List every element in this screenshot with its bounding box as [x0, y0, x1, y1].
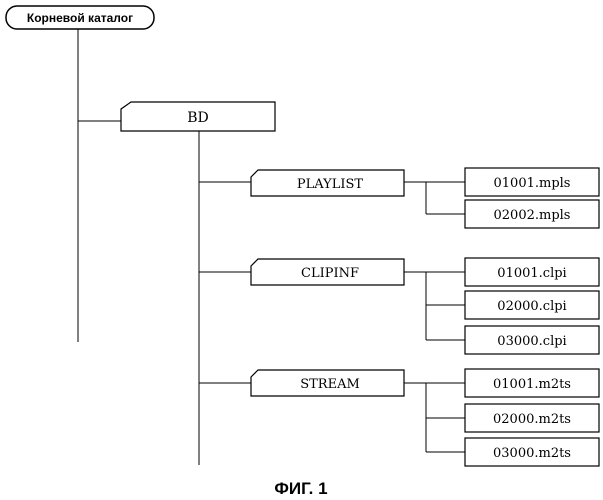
- file-label: 02000.m2ts: [493, 412, 571, 427]
- file-item: 02000.m2ts: [465, 404, 599, 432]
- file-item: 01001.mpls: [465, 168, 599, 196]
- folder-playlist: PLAYLIST: [251, 170, 404, 196]
- figure-caption: ФИГ. 1: [274, 479, 327, 498]
- root-folder: Корневой каталог: [6, 6, 154, 29]
- folder-stream-label: STREAM: [300, 377, 360, 392]
- folder-stream: STREAM: [251, 370, 404, 396]
- file-label: 03000.clpi: [497, 334, 566, 349]
- clipinf-connectors: [404, 272, 465, 340]
- file-label: 01001.clpi: [497, 266, 566, 281]
- file-item: 01001.m2ts: [465, 369, 599, 397]
- file-item: 02000.clpi: [465, 291, 599, 319]
- file-label: 03000.m2ts: [493, 446, 571, 461]
- root-folder-label: Корневой каталог: [27, 11, 133, 25]
- file-item: 03000.clpi: [465, 326, 599, 354]
- file-label: 01001.m2ts: [493, 377, 571, 392]
- file-item: 02002.mpls: [465, 200, 599, 228]
- file-label: 01001.mpls: [494, 176, 571, 191]
- bd-folder-label: BD: [187, 110, 209, 126]
- root-connectors: [78, 29, 121, 342]
- file-label: 02000.clpi: [497, 299, 566, 314]
- folder-clipinf-label: CLIPINF: [301, 266, 359, 281]
- file-item: 03000.m2ts: [465, 438, 599, 466]
- folder-playlist-label: PLAYLIST: [297, 177, 363, 192]
- file-item: 01001.clpi: [465, 258, 599, 286]
- stream-connectors: [404, 383, 465, 452]
- bd-connectors: [199, 131, 251, 465]
- file-label: 02002.mpls: [494, 208, 571, 223]
- playlist-connectors: [404, 182, 465, 214]
- folder-clipinf: CLIPINF: [251, 259, 404, 285]
- bd-folder: BD: [121, 102, 275, 131]
